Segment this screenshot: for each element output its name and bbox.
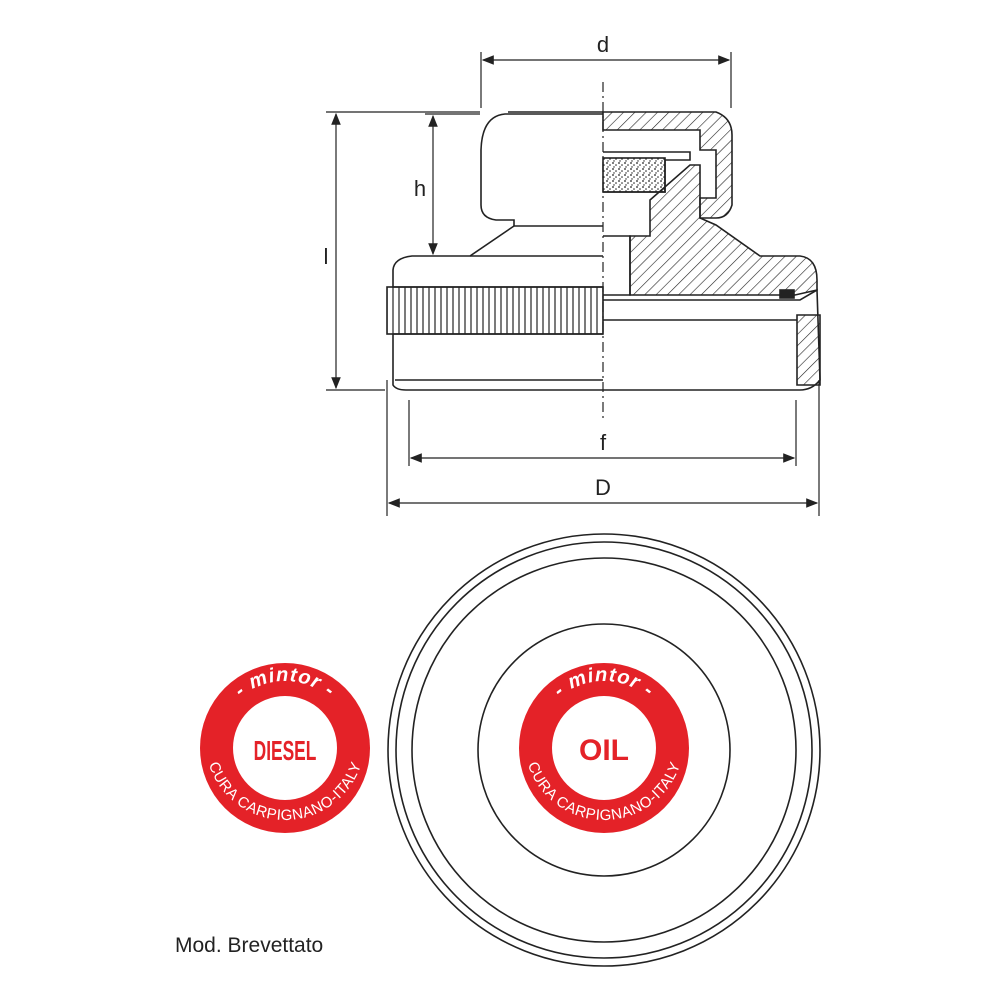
- cone-exterior: [392, 225, 603, 288]
- dimension-l: [326, 111, 480, 391]
- knurled-ring: [386, 286, 604, 335]
- filter-element: [602, 157, 666, 193]
- dimension-D: [386, 380, 820, 516]
- cap-section: [602, 111, 733, 219]
- cap-top-exterior: [480, 113, 603, 227]
- dimension-f-label: f: [600, 430, 607, 455]
- base-section: [603, 288, 821, 391]
- oil-badge-label: OIL: [579, 734, 629, 767]
- diesel-badge-label: DIESEL: [254, 735, 317, 766]
- dimension-h: [425, 113, 480, 256]
- dimension-l-label: l: [324, 244, 329, 269]
- top-view-cap: [477, 623, 731, 877]
- top-view: [387, 533, 821, 967]
- diesel-badge: - mintor - CURA CARPIGNANO-ITALY DIESEL: [200, 663, 370, 833]
- dimension-d-label: d: [597, 32, 609, 57]
- dimension-D-label: D: [595, 475, 611, 500]
- top-view-outer-ring: [387, 533, 821, 967]
- base-exterior: [392, 334, 603, 391]
- dimension-d: [480, 52, 732, 108]
- caption: Mod. Brevettato: [175, 934, 324, 957]
- oil-badge: - mintor - CURA CARPIGNANO-ITALY OIL: [519, 663, 689, 833]
- dimension-h-label: h: [414, 176, 426, 201]
- top-view-second-ring: [395, 541, 813, 959]
- top-view-body: [411, 557, 797, 943]
- dimension-f: [408, 400, 797, 466]
- body-section: [629, 164, 818, 296]
- side-view: [392, 111, 821, 391]
